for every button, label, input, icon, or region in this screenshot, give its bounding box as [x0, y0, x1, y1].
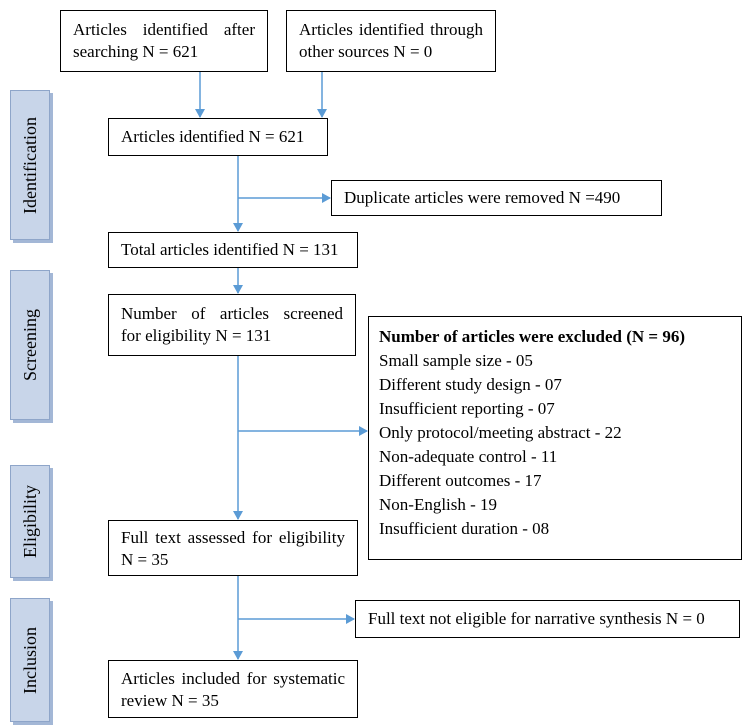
box-included: Articles included for systematic review …	[108, 660, 358, 718]
box-text-line: Number of articles screened	[121, 304, 343, 323]
excluded-reason: Small sample size - 05	[379, 351, 533, 370]
box-excluded: Number of articles were excluded (N = 96…	[368, 316, 742, 560]
excluded-reason: Different study design - 07	[379, 375, 562, 394]
box-text-line: Articles identified N = 621	[121, 127, 305, 146]
box-text-line: review N = 35	[121, 691, 219, 710]
box-total-identified: Total articles identified N = 131	[108, 232, 358, 268]
stage-label-eligibility: Eligibility	[10, 465, 50, 578]
excluded-reason: Different outcomes - 17	[379, 471, 542, 490]
box-text-line: Articles identified after	[73, 20, 255, 39]
excluded-reason: Non-adequate control - 11	[379, 447, 558, 466]
stage-label-screening: Screening	[10, 270, 50, 420]
box-text-line: Articles included for systematic	[121, 669, 345, 688]
box-fulltext-assessed: Full text assessed for eligibility N = 3…	[108, 520, 358, 576]
excluded-reason: Insufficient reporting - 07	[379, 399, 555, 418]
box-not-eligible: Full text not eligible for narrative syn…	[355, 600, 740, 638]
box-articles-identified: Articles identified N = 621	[108, 118, 328, 156]
box-text-line: other sources N = 0	[299, 42, 433, 61]
box-duplicates-removed: Duplicate articles were removed N =490	[331, 180, 662, 216]
excluded-title: Number of articles were excluded (N = 96…	[379, 327, 686, 346]
box-text-line: for eligibility N = 131	[121, 326, 272, 345]
excluded-reason: Non-English - 19	[379, 495, 498, 514]
box-text-line: N = 35	[121, 550, 169, 569]
box-text-line: Articles identified through	[299, 20, 483, 39]
excluded-reason: Only protocol/meeting abstract - 22	[379, 423, 622, 442]
box-screened: Number of articles screened for eligibil…	[108, 294, 356, 356]
box-text-line: Full text assessed for eligibility	[121, 528, 345, 547]
box-text-line: Total articles identified N = 131	[121, 240, 339, 259]
box-text-line: Duplicate articles were removed N =490	[344, 188, 621, 207]
box-articles-other-sources: Articles identified through other source…	[286, 10, 496, 72]
stage-label-inclusion: Inclusion	[10, 598, 50, 722]
stage-label-identification: Identification	[10, 90, 50, 240]
box-articles-searching: Articles identified after searching N = …	[60, 10, 268, 72]
excluded-reason: Insufficient duration - 08	[379, 519, 550, 538]
box-text-line: searching N = 621	[73, 42, 199, 61]
box-text-line: Full text not eligible for narrative syn…	[368, 609, 705, 628]
